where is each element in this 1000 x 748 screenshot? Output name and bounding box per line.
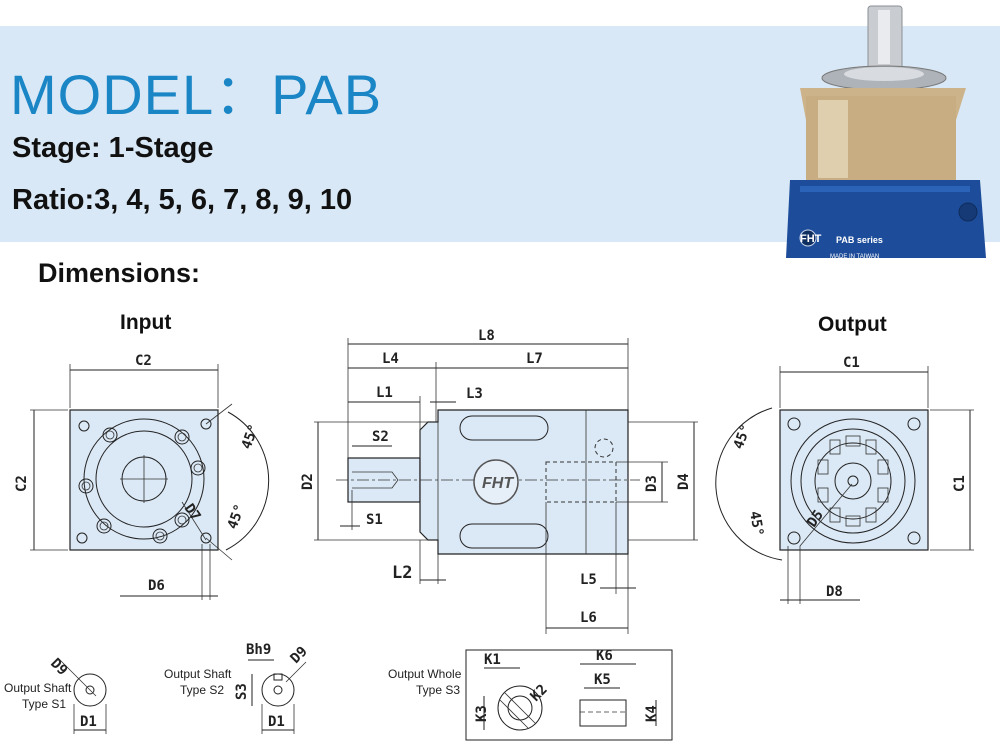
s2-bh9: Bh9 <box>246 642 271 658</box>
s3-k3: K3 <box>474 705 490 722</box>
dim-d6: D6 <box>148 578 165 594</box>
shaft-type-s1: Output Shaft Type S1 D9 D1 <box>4 656 107 734</box>
product-origin-text: MADE IN TAIWAN <box>830 254 879 260</box>
dim-d2: D2 <box>300 473 316 490</box>
dim-d8: D8 <box>826 584 843 600</box>
shaft-type-s2: Output Shaft Type S2 Bh9 D9 S3 D1 <box>164 642 311 734</box>
input-view: C2 C2 45° 45° D7 D6 <box>14 353 270 600</box>
dim-l3: L3 <box>466 386 483 402</box>
s2-d9: D9 <box>288 644 311 667</box>
s3-k6: K6 <box>596 648 613 664</box>
side-view-brand-logo: FHT <box>482 475 514 492</box>
product-brand-text: FHT <box>800 233 822 245</box>
dim-d5: D5 <box>804 507 827 530</box>
s1-label-line2: Type S1 <box>22 697 66 711</box>
s2-d1: D1 <box>268 714 285 730</box>
stage-text: Stage: 1-Stage <box>12 132 214 164</box>
dim-c2-top: C2 <box>135 353 152 369</box>
s2-s3: S3 <box>234 683 250 700</box>
s2-label-line2: Type S2 <box>180 683 224 697</box>
shaft-type-s3: Output Whole Type S3 K1 K2 K3 K6 K5 K4 <box>388 648 673 741</box>
s1-d9: D9 <box>47 656 70 679</box>
gearbox-product-image: FHT PAB series MADE IN TAIWAN <box>786 5 986 260</box>
ratio-text: Ratio:3, 4, 5, 6, 7, 8, 9, 10 <box>12 184 353 216</box>
dim-l8: L8 <box>478 328 495 344</box>
model-title: MODEL：PAB <box>10 63 383 126</box>
s2-label-line1: Output Shaft <box>164 667 232 681</box>
dim-angle-output-top: 45° <box>731 422 755 451</box>
s3-k1: K1 <box>484 652 501 668</box>
output-view-label: Output <box>818 313 887 336</box>
s3-label-line2: Type S3 <box>416 683 460 697</box>
dim-s1: S1 <box>366 512 383 528</box>
dim-s2: S2 <box>372 429 389 445</box>
dim-l2: L2 <box>392 563 412 583</box>
dim-d4: D4 <box>676 473 692 490</box>
dim-l1: L1 <box>376 385 393 401</box>
s1-d1: D1 <box>80 714 97 730</box>
dim-l7: L7 <box>526 351 543 367</box>
dimensions-heading: Dimensions: <box>38 258 201 288</box>
dim-l5: L5 <box>580 572 597 588</box>
dim-c1-top: C1 <box>843 355 860 371</box>
dim-c2-left: C2 <box>14 475 30 492</box>
dim-l6: L6 <box>580 610 597 626</box>
s1-label-line1: Output Shaft <box>4 681 72 695</box>
output-view: C1 C1 45° 45° D5 D8 <box>715 355 974 604</box>
s3-k4: K4 <box>644 705 660 722</box>
dim-l4: L4 <box>382 351 399 367</box>
product-series-text: PAB series <box>836 235 883 245</box>
input-view-label: Input <box>120 311 172 334</box>
s3-k5: K5 <box>594 672 611 688</box>
dim-angle-output-bottom: 45° <box>746 510 766 538</box>
s3-k2: K2 <box>528 682 551 705</box>
dim-d7: D7 <box>181 501 204 524</box>
dim-angle-input-top: 45° <box>239 422 263 451</box>
dim-d3: D3 <box>644 475 660 492</box>
s3-label-line1: Output Whole <box>388 667 462 681</box>
dim-c1-right: C1 <box>952 475 968 492</box>
side-view: FHT L8 L4 L7 L1 L3 S2 S1 D2 D3 <box>300 328 698 634</box>
dim-angle-input-bottom: 45° <box>225 502 249 531</box>
